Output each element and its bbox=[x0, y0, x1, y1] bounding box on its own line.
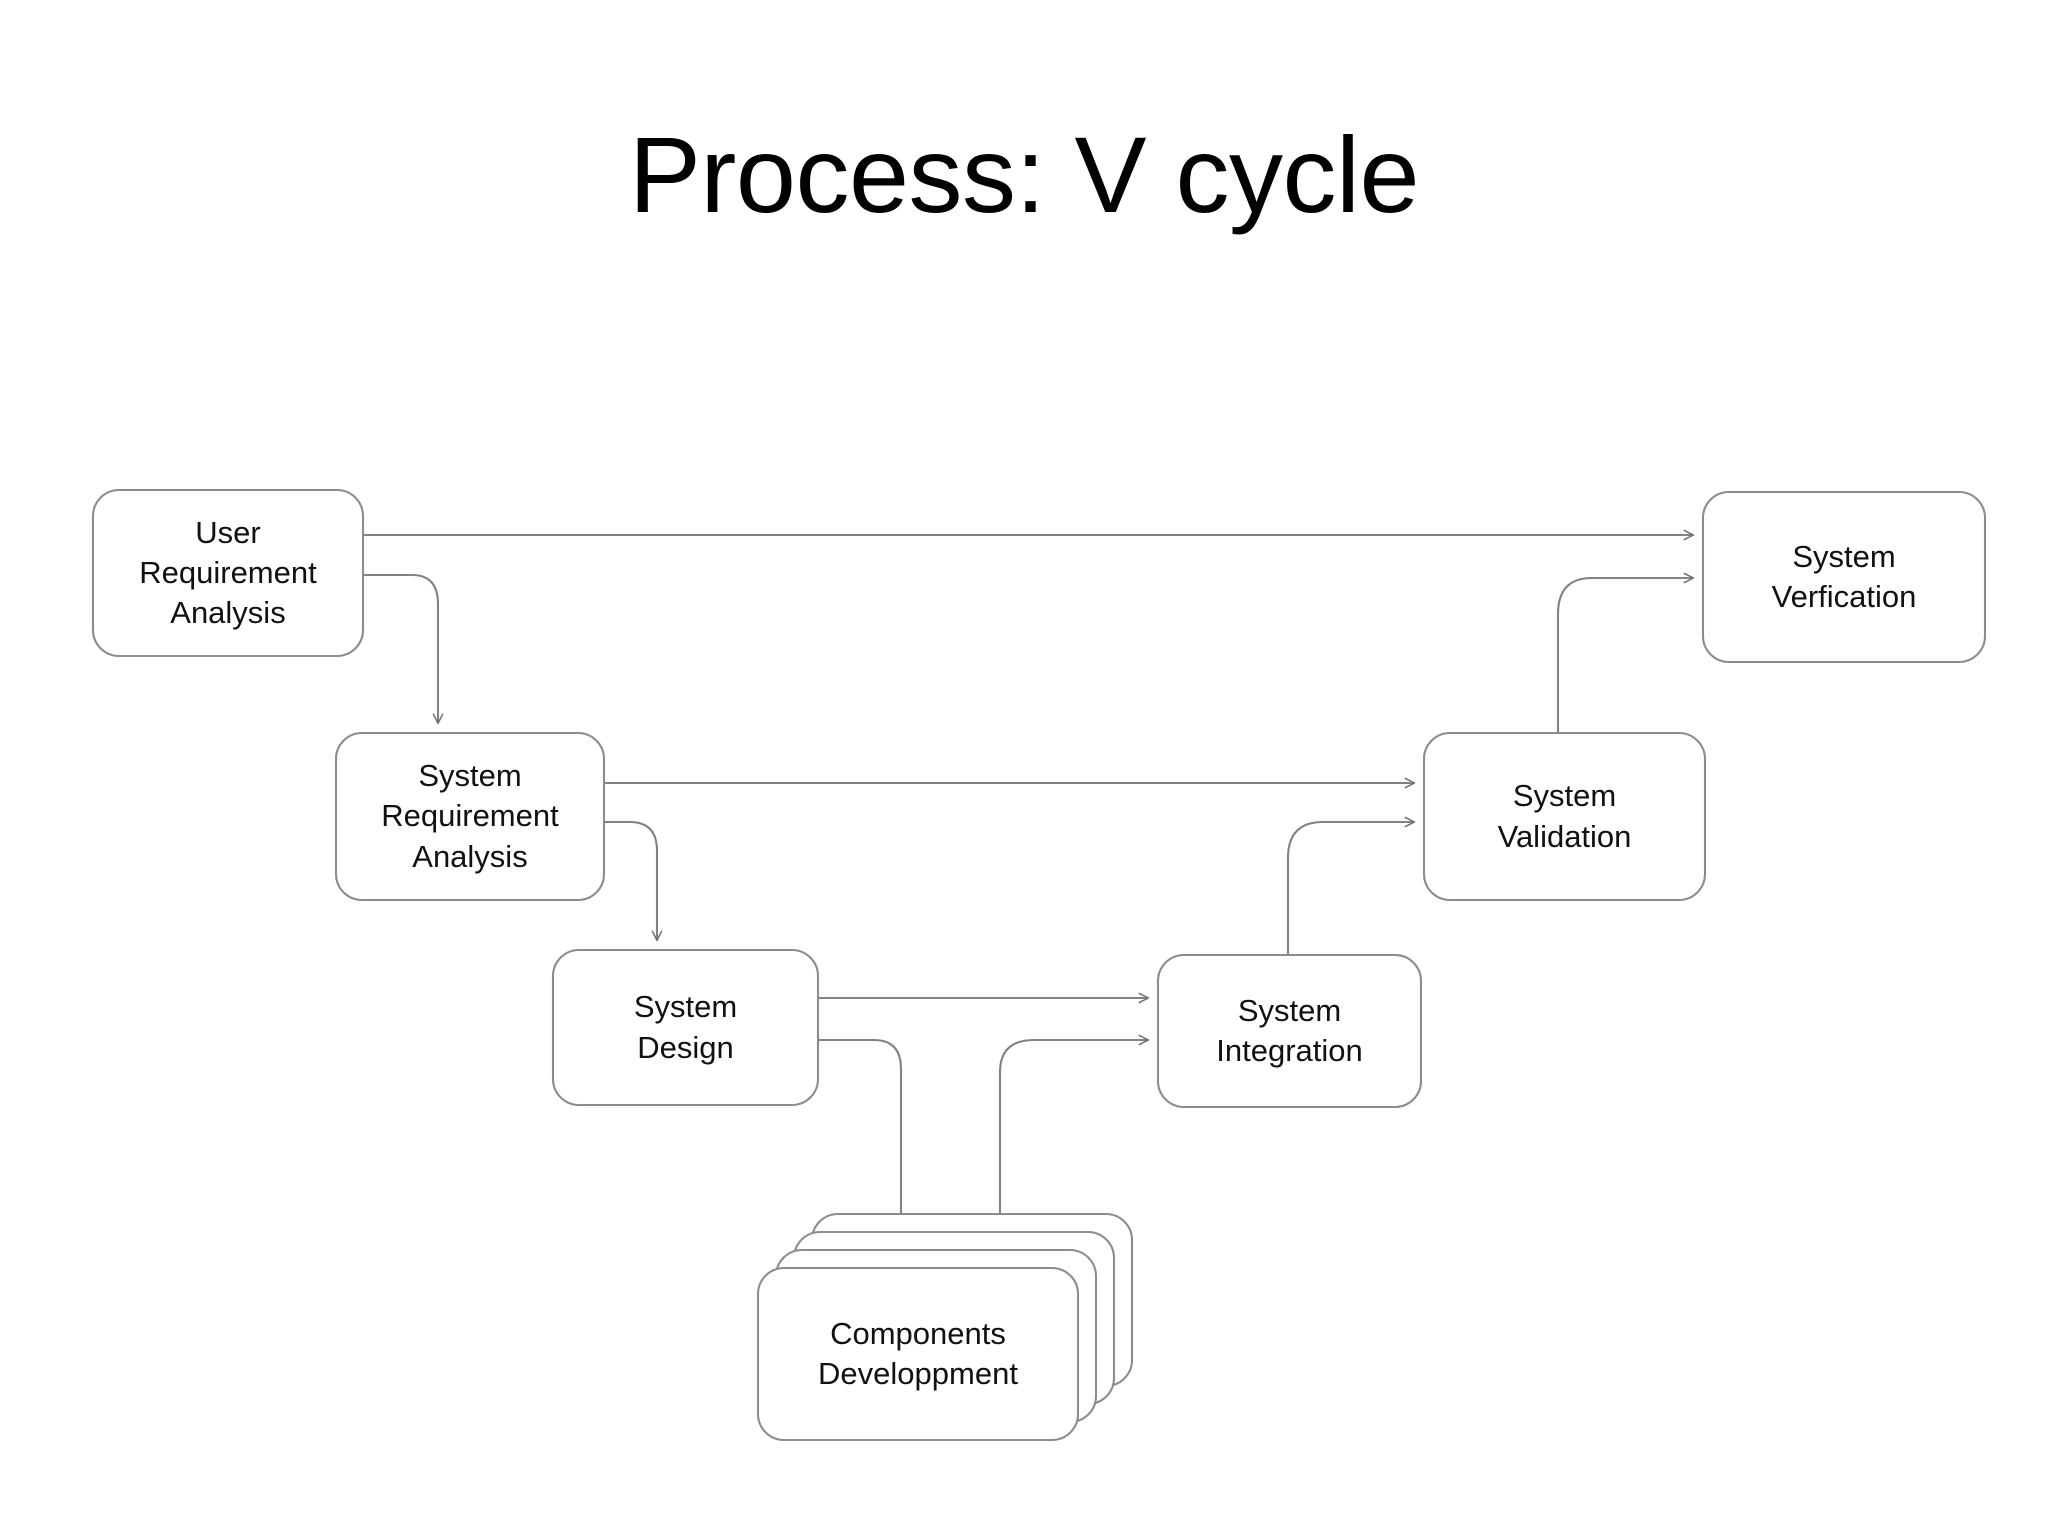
edge-integration-to-validation bbox=[1286, 816, 1416, 955]
edge-layer bbox=[363, 529, 1695, 1330]
page-title: Process: V cycle bbox=[628, 114, 1420, 235]
node-system-requirement-analysis[interactable] bbox=[334, 731, 606, 902]
node-system-design[interactable] bbox=[551, 948, 820, 1107]
edge-design-to-components bbox=[818, 1038, 907, 1260]
edge-components-to-integration bbox=[998, 1034, 1150, 1330]
edge-sra-to-design bbox=[604, 820, 663, 942]
node-user-requirement-analysis[interactable] bbox=[91, 488, 365, 658]
node-system-integration[interactable] bbox=[1156, 953, 1423, 1109]
node-system-verfication[interactable] bbox=[1701, 490, 1987, 664]
node-system-validation[interactable] bbox=[1422, 731, 1707, 902]
edge-ura-to-sra bbox=[363, 573, 444, 725]
node-components-developpment[interactable] bbox=[756, 1266, 1080, 1442]
node-layer bbox=[91, 488, 1987, 1442]
edge-validation-to-verification bbox=[1556, 572, 1695, 733]
